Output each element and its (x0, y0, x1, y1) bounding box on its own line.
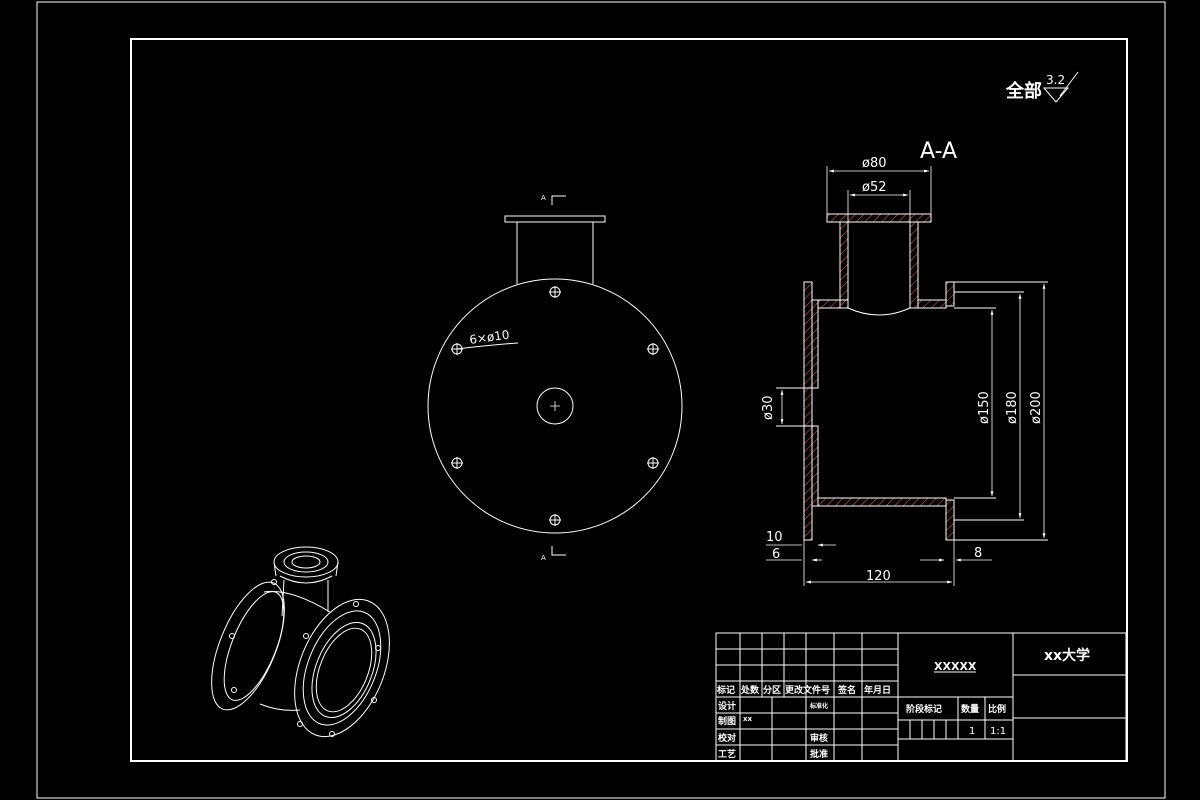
dim-len120: 120 (866, 569, 891, 584)
nozzle-flange (504, 215, 606, 223)
hdr-sign: 签名 (837, 684, 856, 696)
hdr-mark: 标记 (716, 684, 735, 696)
surface-finish-value: 3.2 (1046, 73, 1065, 87)
dim-d200: ø200 (1029, 391, 1044, 424)
draft-name: xx (743, 715, 753, 723)
surface-finish-symbol: 全部 3.2 (1005, 71, 1079, 103)
surface-finish-prefix: 全部 (1005, 80, 1042, 102)
lbl-drafting: 制图 (718, 715, 736, 727)
dim-w8: 8 (974, 546, 982, 561)
lbl-design: 设计 (718, 700, 736, 712)
part-name: XXXXX (934, 660, 977, 673)
inner-sheet-border (130, 38, 1128, 762)
outer-sheet-border (36, 1, 1166, 799)
section-title: A-A (920, 139, 957, 164)
section-marker-top: A (541, 194, 546, 202)
dim-d52: ø52 (862, 180, 887, 195)
finish-triangle-icon (1042, 71, 1079, 103)
center-bore (536, 387, 574, 425)
dim-w6: 6 (772, 547, 780, 562)
flange-outline (427, 278, 683, 534)
lbl-stage-mark: 阶段标记 (906, 703, 942, 715)
dimension-lines (766, 166, 1046, 586)
hdr-zone: 分区 (763, 684, 781, 696)
hdr-count: 处数 (740, 684, 760, 696)
lbl-quantity: 数量 (961, 703, 979, 715)
lbl-check: 校对 (718, 732, 736, 744)
dim-w10: 10 (766, 530, 783, 545)
hole-callout: 6×ø10 (468, 327, 510, 346)
isometric-view (211, 546, 390, 738)
lbl-std: 标准化 (809, 702, 828, 710)
lbl-approve: 批准 (810, 748, 828, 760)
lbl-review: 审核 (810, 732, 828, 744)
bolt-holes (451, 286, 659, 526)
scale-value: 1:1 (990, 726, 1006, 737)
section-markers (551, 195, 566, 556)
section-marker-bottom: A (541, 554, 546, 562)
dim-d30: ø30 (761, 396, 776, 421)
dim-d180: ø180 (1005, 391, 1020, 424)
quantity-value: 1 (969, 726, 975, 737)
school-name: xx大学 (1044, 647, 1090, 664)
section-view (776, 213, 1048, 541)
lbl-scale: 比例 (988, 703, 1006, 715)
hdr-date: 年月日 (864, 684, 891, 696)
front-view (427, 215, 683, 534)
hdr-changedoc: 更改文件号 (785, 684, 830, 696)
lbl-process: 工艺 (718, 748, 736, 760)
dim-d80: ø80 (862, 156, 887, 171)
title-block (715, 632, 1127, 762)
dim-d150: ø150 (977, 391, 992, 424)
